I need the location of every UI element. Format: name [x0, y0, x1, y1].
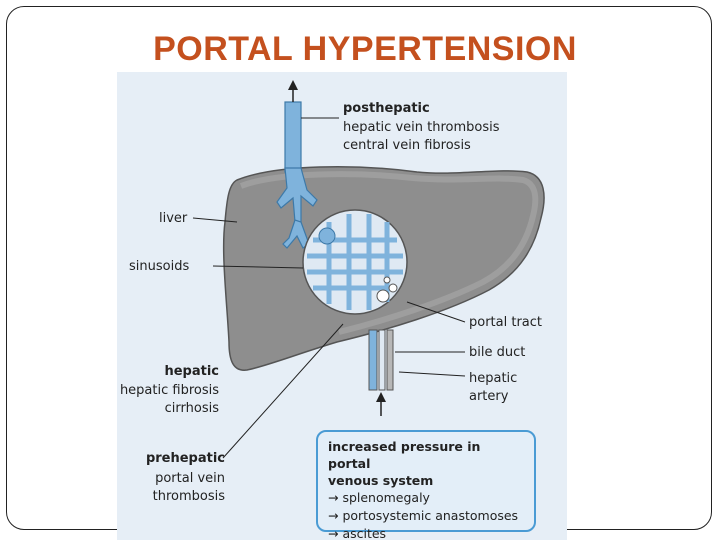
- hepatic-cause-2: cirrhosis: [164, 401, 219, 416]
- posthepatic-cause-2: central vein fibrosis: [343, 138, 471, 153]
- sinusoid-magnification: [302, 209, 408, 315]
- consequence-item: → portosystemic anastomoses: [328, 508, 519, 523]
- portal-triad: [376, 276, 398, 303]
- prehepatic-cause-2: thrombosis: [152, 489, 225, 504]
- hepatic-artery-label-line-2: artery: [469, 389, 509, 404]
- hepatic-vein: [276, 101, 318, 249]
- posthepatic-heading: posthepatic: [343, 101, 430, 116]
- portal-vessels: [368, 329, 394, 391]
- inflow-arrow-head: [376, 392, 386, 402]
- consequences-heading-line-1: increased pressure in portal: [328, 439, 481, 471]
- consequences-box: increased pressure in portal venous syst…: [316, 430, 536, 541]
- bile-duct-label: bile duct: [469, 345, 526, 360]
- consequence-item: → ascites: [328, 526, 387, 541]
- prehepatic-cause-1: portal vein: [155, 471, 225, 486]
- consequences-heading-line-2: venous system: [328, 473, 434, 488]
- sinusoids-label: sinusoids: [129, 259, 190, 274]
- portal-hypertension-diagram: posthepatic hepatic vein thrombosis cent…: [117, 72, 567, 541]
- posthepatic-cause-1: hepatic vein thrombosis: [343, 120, 500, 135]
- prehepatic-heading: prehepatic: [145, 451, 225, 466]
- hepatic-artery-label-line-1: hepatic: [469, 371, 518, 386]
- leader-lines: [192, 117, 466, 459]
- hepatic-cause-1: hepatic fibrosis: [119, 383, 219, 398]
- hepatic-heading: hepatic: [164, 364, 219, 379]
- liver-illustration: [192, 80, 545, 459]
- liver-label: liver: [159, 211, 188, 226]
- portal-tract-label: portal tract: [469, 315, 543, 330]
- consequence-item: → splenomegaly: [328, 490, 430, 505]
- slide-title: PORTAL HYPERTENSION: [153, 30, 577, 68]
- liver-highlight: [239, 171, 539, 335]
- outflow-arrow-head: [288, 80, 298, 90]
